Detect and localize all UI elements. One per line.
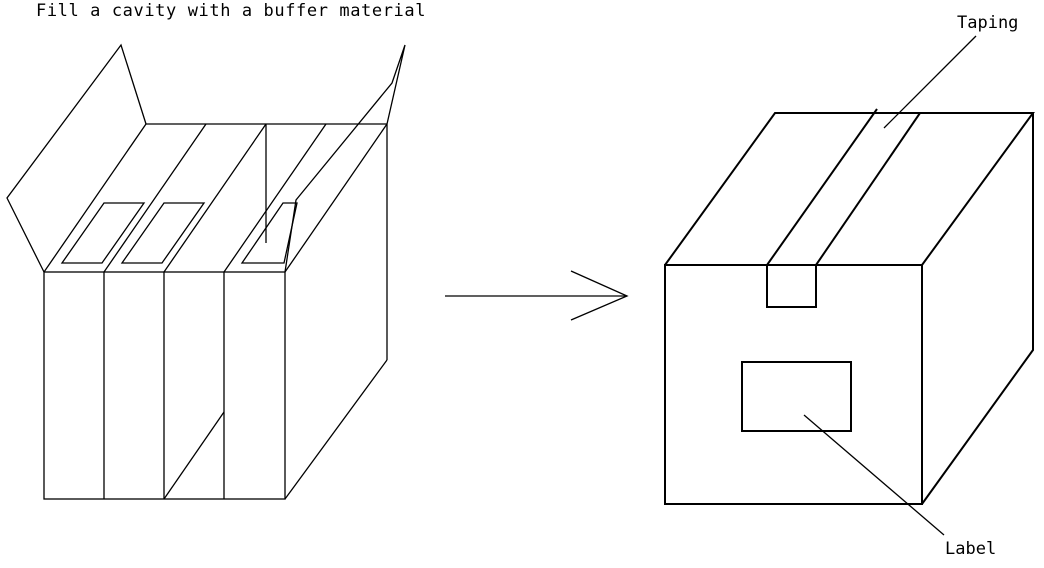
closed-box-side-face xyxy=(921,113,1034,505)
label-label: Label xyxy=(945,539,997,559)
taping-leader-line xyxy=(883,35,977,129)
taping-label: Taping xyxy=(957,13,1019,33)
buffer-divider-1 xyxy=(103,123,207,273)
closed-box xyxy=(664,35,1035,536)
tape-right-edge xyxy=(815,112,921,266)
window-3 xyxy=(240,202,298,264)
window-1 xyxy=(60,202,146,264)
top-opening-edge xyxy=(43,123,147,273)
fold-diagonal xyxy=(163,411,225,500)
buffer-divider-2 xyxy=(163,123,267,273)
window-2 xyxy=(120,202,206,264)
shipping-label xyxy=(741,361,852,432)
open-box xyxy=(6,43,406,500)
closed-box-top-face xyxy=(664,112,1035,266)
caption-text: Fill a cavity with a buffer material xyxy=(36,1,427,21)
buffer-divider-3 xyxy=(223,123,327,273)
left-flap xyxy=(6,43,147,273)
label-leader-line xyxy=(803,414,945,536)
arrow-head xyxy=(570,270,629,321)
tape-left-edge xyxy=(766,108,878,266)
top-right-edge xyxy=(284,123,388,273)
arrow xyxy=(445,270,629,321)
side-face-bottom-edge xyxy=(284,359,388,500)
tape-front-fold xyxy=(766,264,817,308)
closed-box-front-face xyxy=(664,264,923,505)
